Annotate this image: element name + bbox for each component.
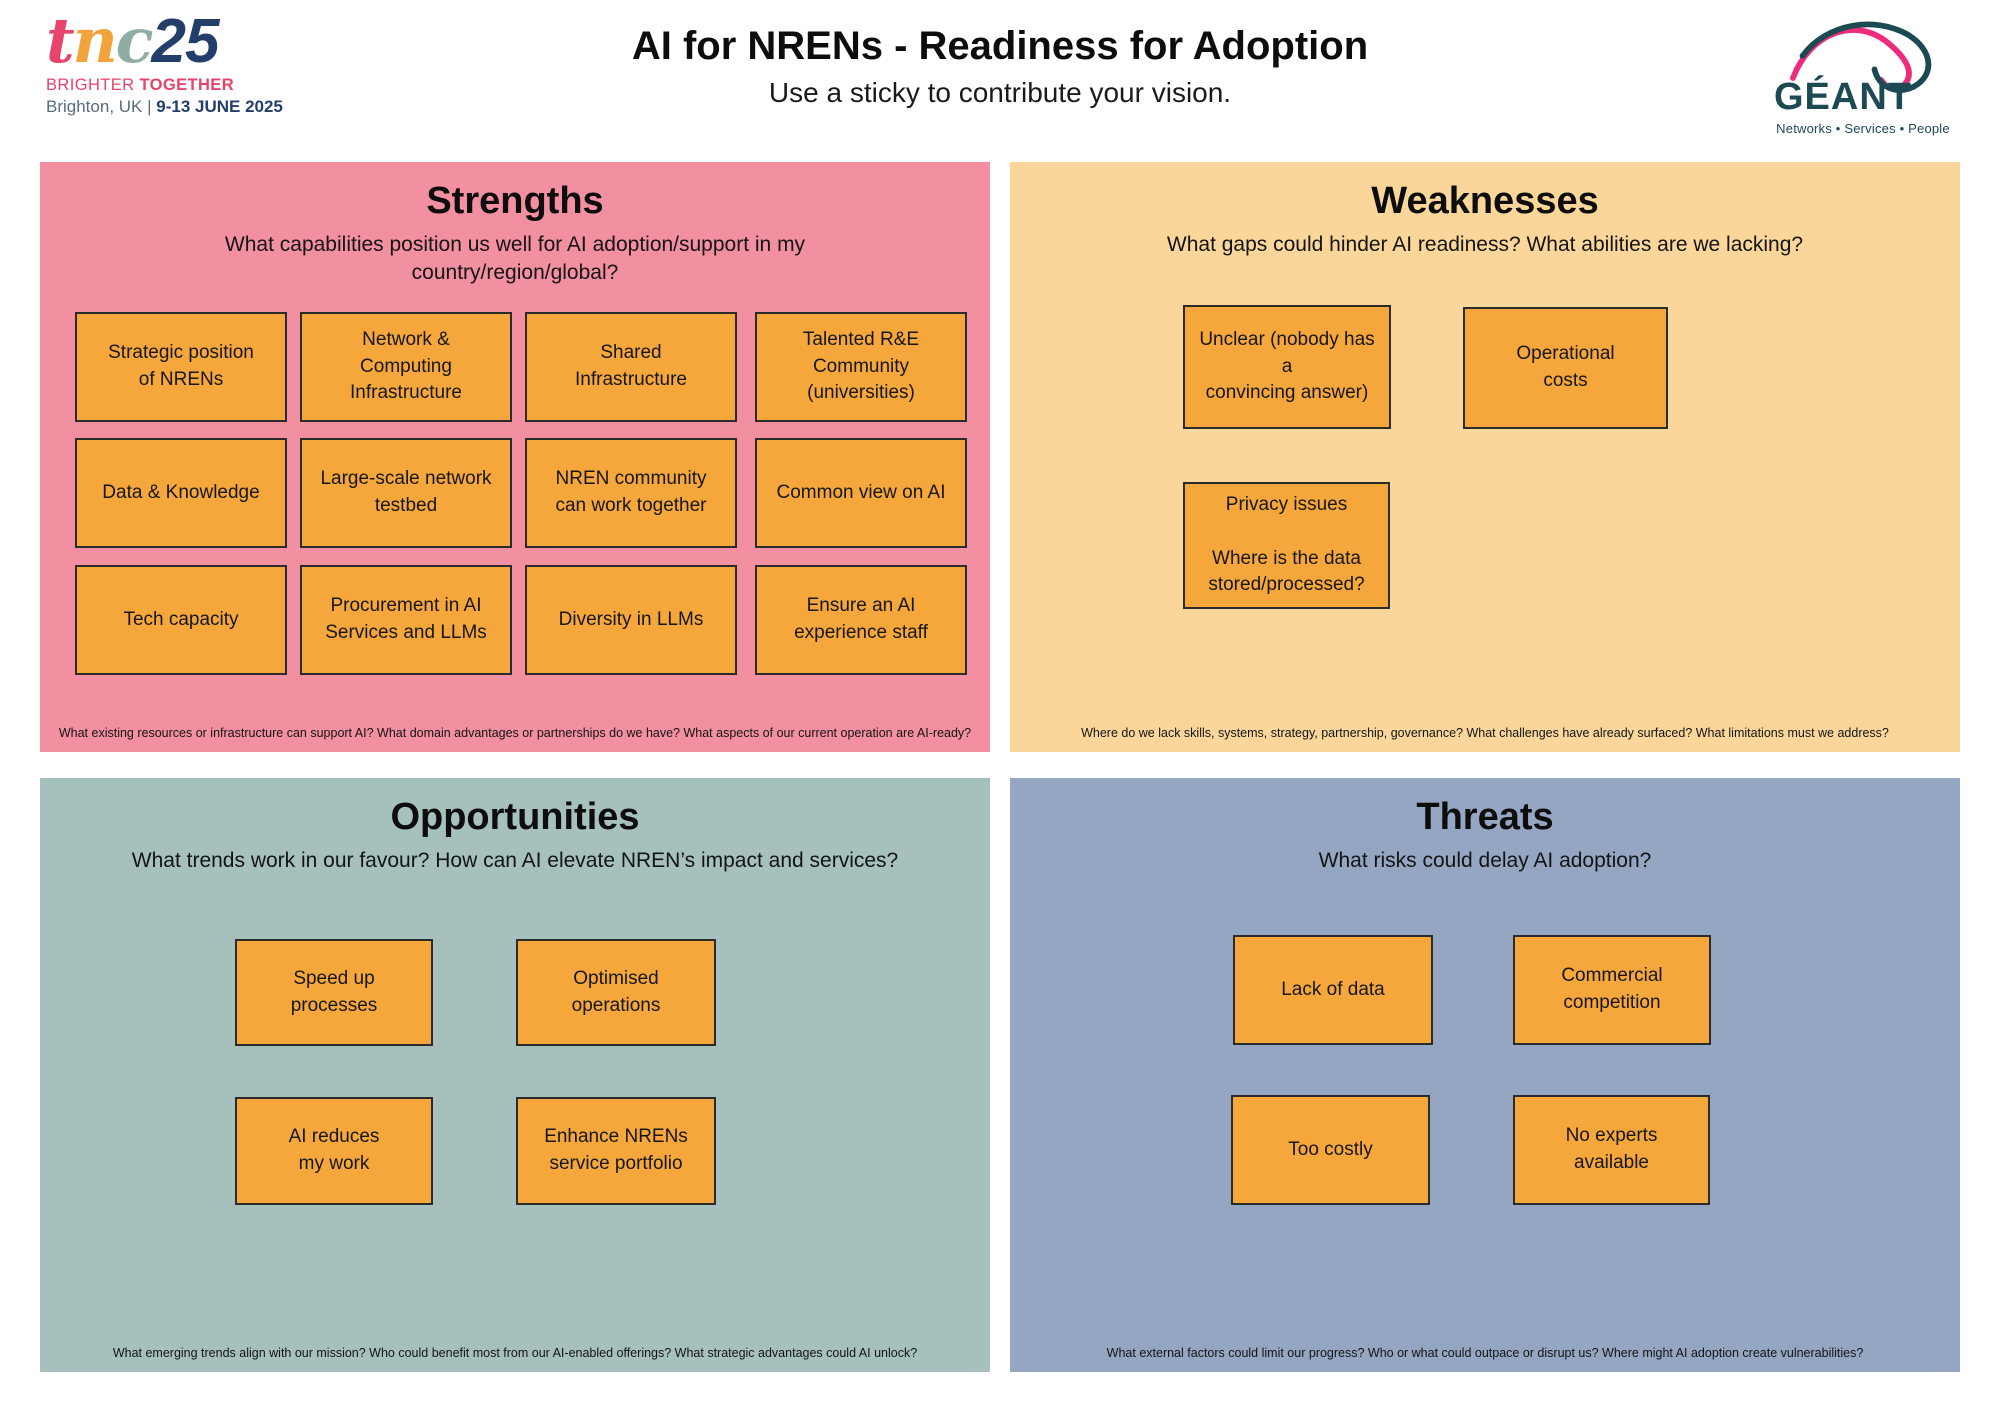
tnc25-logo: tnc25 BRIGHTER TOGETHER Brighton, UK | 9… <box>46 10 306 117</box>
page-title: AI for NRENs - Readiness for Adoption <box>631 24 1369 68</box>
geant-tagline: Networks • Services • People <box>1776 121 1950 136</box>
page-subtitle: Use a sticky to contribute your vision. <box>768 77 1232 108</box>
strengths-title: Strengths <box>426 180 604 222</box>
sticky-note-network-computing[interactable]: Network & Computing Infrastructure <box>300 312 512 422</box>
sticky-note-unclear[interactable]: Unclear (nobody has a convincing answer) <box>1183 305 1391 429</box>
tnc-tagline-brighter: BRIGHTER <box>46 75 140 94</box>
sticky-note-enhance-portfolio[interactable]: Enhance NRENs service portfolio <box>516 1097 716 1205</box>
sticky-note-data-knowledge[interactable]: Data & Knowledge <box>75 438 287 548</box>
tnc-letter-c: c <box>115 4 154 77</box>
sticky-note-diversity-llms[interactable]: Diversity in LLMs <box>525 565 737 675</box>
sticky-note-too-costly[interactable]: Too costly <box>1231 1095 1430 1205</box>
sticky-note-network-testbed[interactable]: Large-scale network testbed <box>300 438 512 548</box>
sticky-note-lack-of-data[interactable]: Lack of data <box>1233 935 1433 1045</box>
sticky-note-shared-infrastructure[interactable]: Shared Infrastructure <box>525 312 737 422</box>
sticky-note-ai-experience-staff[interactable]: Ensure an AI experience staff <box>755 565 967 675</box>
strengths-quadrant: Strengths What capabilities position us … <box>40 162 990 752</box>
geant-swoosh-icon <box>1790 21 1932 93</box>
opportunities-title: Opportunities <box>390 796 640 838</box>
tnc-letter-n: n <box>72 4 118 77</box>
tnc25-logo-wordmark: tnc25 <box>46 10 306 73</box>
threats-title: Threats <box>1416 796 1554 838</box>
sticky-note-optimised-operations[interactable]: Optimised operations <box>516 939 716 1046</box>
tnc-dates: 9-13 JUNE 2025 <box>156 96 283 116</box>
weaknesses-footer: Where do we lack skills, systems, strate… <box>1081 726 1889 740</box>
tnc-tagline: BRIGHTER TOGETHER <box>46 76 306 95</box>
header-titles: AI for NRENs - Readiness for Adoption Us… <box>500 24 1500 109</box>
weaknesses-quadrant: Weaknesses What gaps could hinder AI rea… <box>1010 162 1960 752</box>
sticky-note-privacy-issues[interactable]: Privacy issues Where is the data stored/… <box>1183 482 1390 609</box>
geant-wordmark: GÉANT <box>1774 76 1912 118</box>
opportunities-footer: What emerging trends align with our miss… <box>112 1346 918 1360</box>
geant-logo: GÉANT Networks • Services • People <box>1768 6 1958 136</box>
sticky-note-community-together[interactable]: NREN community can work together <box>525 438 737 548</box>
tnc-letter-t: t <box>46 4 75 77</box>
strengths-subtitle: What capabilities position us well for A… <box>224 233 806 285</box>
sticky-note-speed-up[interactable]: Speed up processes <box>235 939 433 1046</box>
sticky-note-tech-capacity[interactable]: Tech capacity <box>75 565 287 675</box>
sticky-note-procurement[interactable]: Procurement in AI Services and LLMs <box>300 565 512 675</box>
weaknesses-subtitle: What gaps could hinder AI readiness? Wha… <box>1166 233 1804 256</box>
tnc-location-dates: Brighton, UK | 9-13 JUNE 2025 <box>46 97 306 117</box>
opportunities-quadrant: Opportunities What trends work in our fa… <box>40 778 990 1372</box>
page-header: tnc25 BRIGHTER TOGETHER Brighton, UK | 9… <box>0 0 2000 162</box>
sticky-note-common-view[interactable]: Common view on AI <box>755 438 967 548</box>
tnc-year: 25 <box>151 7 219 76</box>
threats-quadrant: Threats What risks could delay AI adopti… <box>1010 778 1960 1372</box>
sticky-note-commercial-competition[interactable]: Commercial competition <box>1513 935 1711 1045</box>
sticky-note-operational-costs[interactable]: Operational costs <box>1463 307 1668 429</box>
weaknesses-title: Weaknesses <box>1371 180 1599 222</box>
sticky-note-no-experts[interactable]: No experts available <box>1513 1095 1710 1205</box>
opportunities-subtitle: What trends work in our favour? How can … <box>131 849 899 872</box>
threats-subtitle: What risks could delay AI adoption? <box>1318 849 1652 872</box>
sticky-note-strategic-position[interactable]: Strategic position of NRENs <box>75 312 287 422</box>
strengths-footer: What existing resources or infrastructur… <box>58 726 972 740</box>
tnc-location: Brighton, UK | <box>46 96 157 116</box>
tnc-tagline-together: TOGETHER <box>139 75 235 94</box>
threats-footer: What external factors could limit our pr… <box>1106 1346 1864 1360</box>
sticky-note-talented-community[interactable]: Talented R&E Community (universities) <box>755 312 967 422</box>
sticky-note-ai-reduces-work[interactable]: AI reduces my work <box>235 1097 433 1205</box>
